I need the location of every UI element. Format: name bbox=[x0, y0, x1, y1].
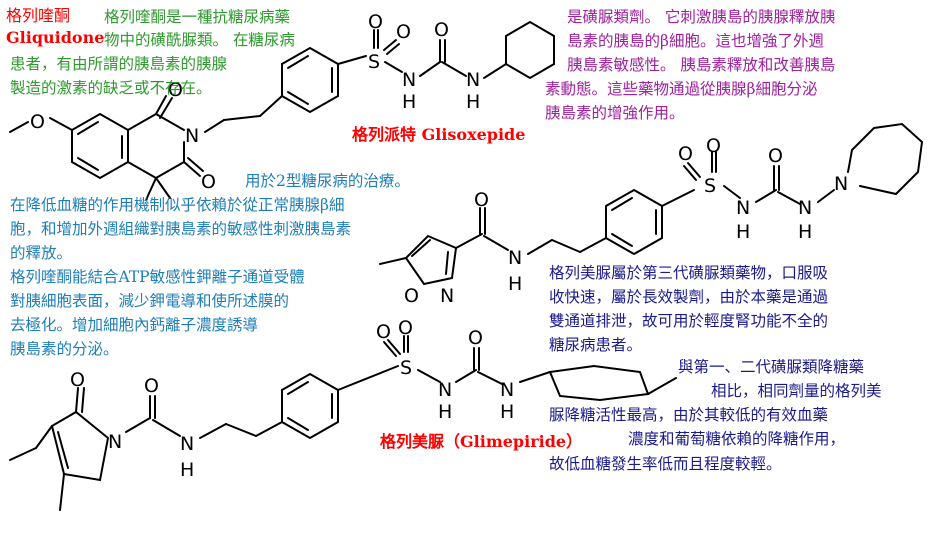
lactam-nitrogen: N bbox=[108, 431, 122, 453]
purple-note-line: 素動態。這些藥物通過從胰腺β細胞分泌 bbox=[545, 80, 818, 98]
isoxazole-oxygen: O bbox=[404, 285, 419, 307]
purple-note-line: 胰島素敏感性。 胰島素釋放和改善胰島 bbox=[567, 56, 836, 74]
blue-note-line: 格列喹酮能結合ATP敏感性鉀離子通道受體 bbox=[10, 268, 305, 286]
nh-nitrogen-2: N bbox=[466, 69, 480, 91]
isoxazole-nitrogen: N bbox=[440, 285, 454, 307]
blue-note-line: 在降低血糖的作用機制似乎依賴於從正常胰腺β細 bbox=[10, 196, 345, 214]
gliquidone-structure: O O N O bbox=[9, 79, 283, 201]
green-note-line: 患者，有由所謂的胰島素的胰腺 bbox=[10, 55, 228, 73]
carbamoyl-hydrogen: H bbox=[180, 459, 194, 481]
navy-note-line: 濃度和葡萄糖依賴的降糖作用， bbox=[628, 430, 846, 448]
carbonyl-oxygen-right: O bbox=[201, 171, 216, 193]
sulfonyl-oxygen-5: O bbox=[398, 317, 413, 339]
purple-note-line: 胰島素的增強作用。 bbox=[545, 104, 685, 122]
green-note-line: 物中的磺酰脲類。 在糖尿病 bbox=[104, 31, 295, 49]
nh-hydrogen-1: H bbox=[402, 91, 416, 113]
gliquidone-sulfonylurea: S O O N H O N H bbox=[281, 11, 555, 114]
amide-oxygen: O bbox=[474, 189, 489, 211]
carbamoyl-oxygen: O bbox=[144, 375, 159, 397]
blue-right-note-line: 收快速，屬於長效製劑，由於本藥是通過 bbox=[549, 288, 829, 306]
nh-hydrogen-4: H bbox=[798, 221, 812, 243]
navy-note-line: 故低血糖發生率低而且程度較輕。 bbox=[549, 455, 782, 473]
green-note-line: 製造的激素的缺乏或不存在。 bbox=[10, 79, 212, 97]
sulfur-atom-2: S bbox=[704, 175, 716, 197]
navy-note-line: 相比，相同劑量的格列美 bbox=[711, 382, 882, 400]
urea-oxygen-1: O bbox=[434, 19, 449, 41]
blue-note-line: 用於2型糖尿病的治療。 bbox=[245, 172, 410, 190]
methoxy-oxygen: O bbox=[30, 111, 45, 133]
blue-note-line: 胰島素的分泌。 bbox=[10, 340, 119, 358]
blue-note-line: 的釋放。 bbox=[10, 244, 73, 262]
carbamoyl-nitrogen: N bbox=[180, 433, 194, 455]
blue-right-note-line: 格列美脲屬於第三代磺脲類藥物，口服吸 bbox=[549, 264, 829, 282]
nh-hydrogen-2: H bbox=[466, 91, 480, 113]
glisoxepide-structure: O N O N H S O O N H O N H N bbox=[379, 122, 924, 307]
green-note-line: 格列喹酮是一種抗糖尿病藥 bbox=[104, 8, 291, 26]
glisoxepide-label: 格列派特 Glisoxepide bbox=[352, 125, 526, 144]
urea-oxygen-2: O bbox=[768, 145, 783, 167]
nh-nitrogen-6: N bbox=[500, 379, 514, 401]
lactam-oxygen: O bbox=[70, 369, 85, 391]
purple-note-line: 島素的胰島的β細胞。這也增強了外週 bbox=[567, 32, 824, 50]
urea-oxygen-3: O bbox=[468, 327, 483, 349]
nh-nitrogen-3: N bbox=[736, 197, 750, 219]
imide-nitrogen: N bbox=[185, 125, 199, 147]
blue-note-line: 去極化。增加細胞內鈣離子濃度誘導 bbox=[10, 316, 259, 334]
gliquidone-zh-label: 格列喹酮 bbox=[6, 6, 71, 25]
blue-note-line: 對胰細胞表面，減少鉀電導和使所述膜的 bbox=[10, 292, 290, 310]
glimepiride-structure: O N O N H S O O N H O N H bbox=[9, 317, 677, 511]
nh-hydrogen-5: H bbox=[438, 401, 452, 423]
sulfonyl-oxygen-3: O bbox=[706, 135, 721, 157]
sulfonyl-oxygen-4: O bbox=[678, 143, 693, 165]
gliquidone-en-label: Gliquidone bbox=[6, 28, 105, 47]
nh-nitrogen-4: N bbox=[798, 197, 812, 219]
blue-note-line: 胞，和增加外週組織對胰島素的敏感性刺激胰島素 bbox=[10, 220, 352, 238]
navy-note-line: 脲降糖活性最高，由於其較低的有效血藥 bbox=[549, 406, 829, 424]
sulfur-atom: S bbox=[368, 51, 380, 73]
glimepiride-label: 格列美脲（Glimepiride） bbox=[380, 432, 583, 451]
amide-hydrogen: H bbox=[508, 273, 522, 295]
amide-nitrogen: N bbox=[508, 247, 522, 269]
sulfonyl-oxygen-6: O bbox=[376, 321, 391, 343]
nh-nitrogen-1: N bbox=[402, 69, 416, 91]
purple-note-line: 是磺脲類劑。 它刺激胰島的胰腺釋放胰 bbox=[567, 8, 836, 26]
sulfur-atom-3: S bbox=[400, 357, 412, 379]
nh-nitrogen-5: N bbox=[438, 379, 452, 401]
sulfonyl-oxygen-2: O bbox=[396, 21, 411, 43]
sulfonyl-oxygen-1: O bbox=[368, 11, 383, 33]
azepane-nitrogen: N bbox=[834, 173, 848, 195]
nh-hydrogen-6: H bbox=[500, 401, 514, 423]
navy-note-line: 與第一、二代磺脲類降糖藥 bbox=[678, 358, 865, 376]
carbonyl-oxygen-top: O bbox=[168, 79, 183, 101]
nh-hydrogen-3: H bbox=[736, 221, 750, 243]
blue-right-note-line: 糖尿病患者。 bbox=[549, 336, 643, 354]
blue-right-note-line: 雙通道排泄，故可用於輕度腎功能不全的 bbox=[549, 312, 829, 330]
